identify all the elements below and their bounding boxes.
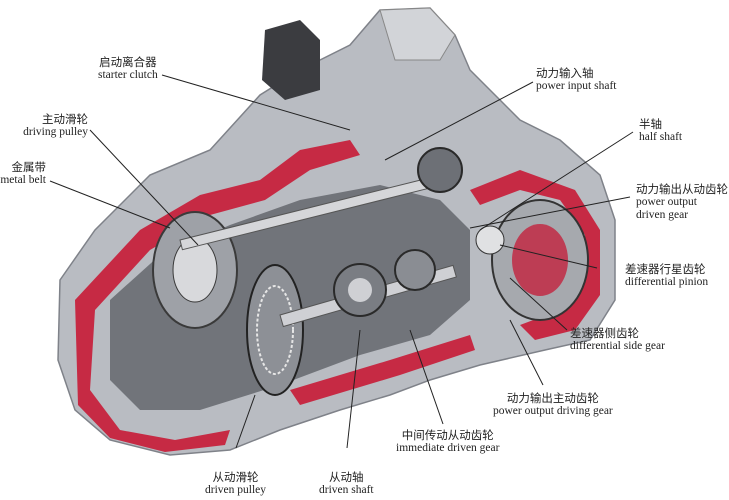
label-immediate-driven-gear: 中间传动从动齿轮 immediate driven gear <box>396 428 500 455</box>
leader-lines <box>49 74 634 449</box>
label-driven-pulley: 从动滑轮 driven pulley <box>205 470 266 497</box>
label-driven-shaft: 从动轴 driven shaft <box>319 470 374 497</box>
label-differential-pinion: 差速器行星齿轮 differential pinion <box>625 262 709 289</box>
label-half-shaft: 半轴 half shaft <box>639 117 683 144</box>
label-power-input-shaft: 动力输入轴 power input shaft <box>536 66 617 93</box>
label-power-output-driven-gear: 动力输出从动齿轮 power output driven gear <box>636 182 728 222</box>
label-starter-clutch: 启动离合器 starter clutch <box>98 55 158 82</box>
label-metal-belt: 金属带 metal belt <box>0 160 46 187</box>
label-driving-pulley: 主动滑轮 driving pulley <box>23 112 88 139</box>
label-differential-side-gear: 差速器侧齿轮 differential side gear <box>570 326 665 353</box>
label-power-output-driving-gear: 动力输出主动齿轮 power output driving gear <box>493 391 613 418</box>
